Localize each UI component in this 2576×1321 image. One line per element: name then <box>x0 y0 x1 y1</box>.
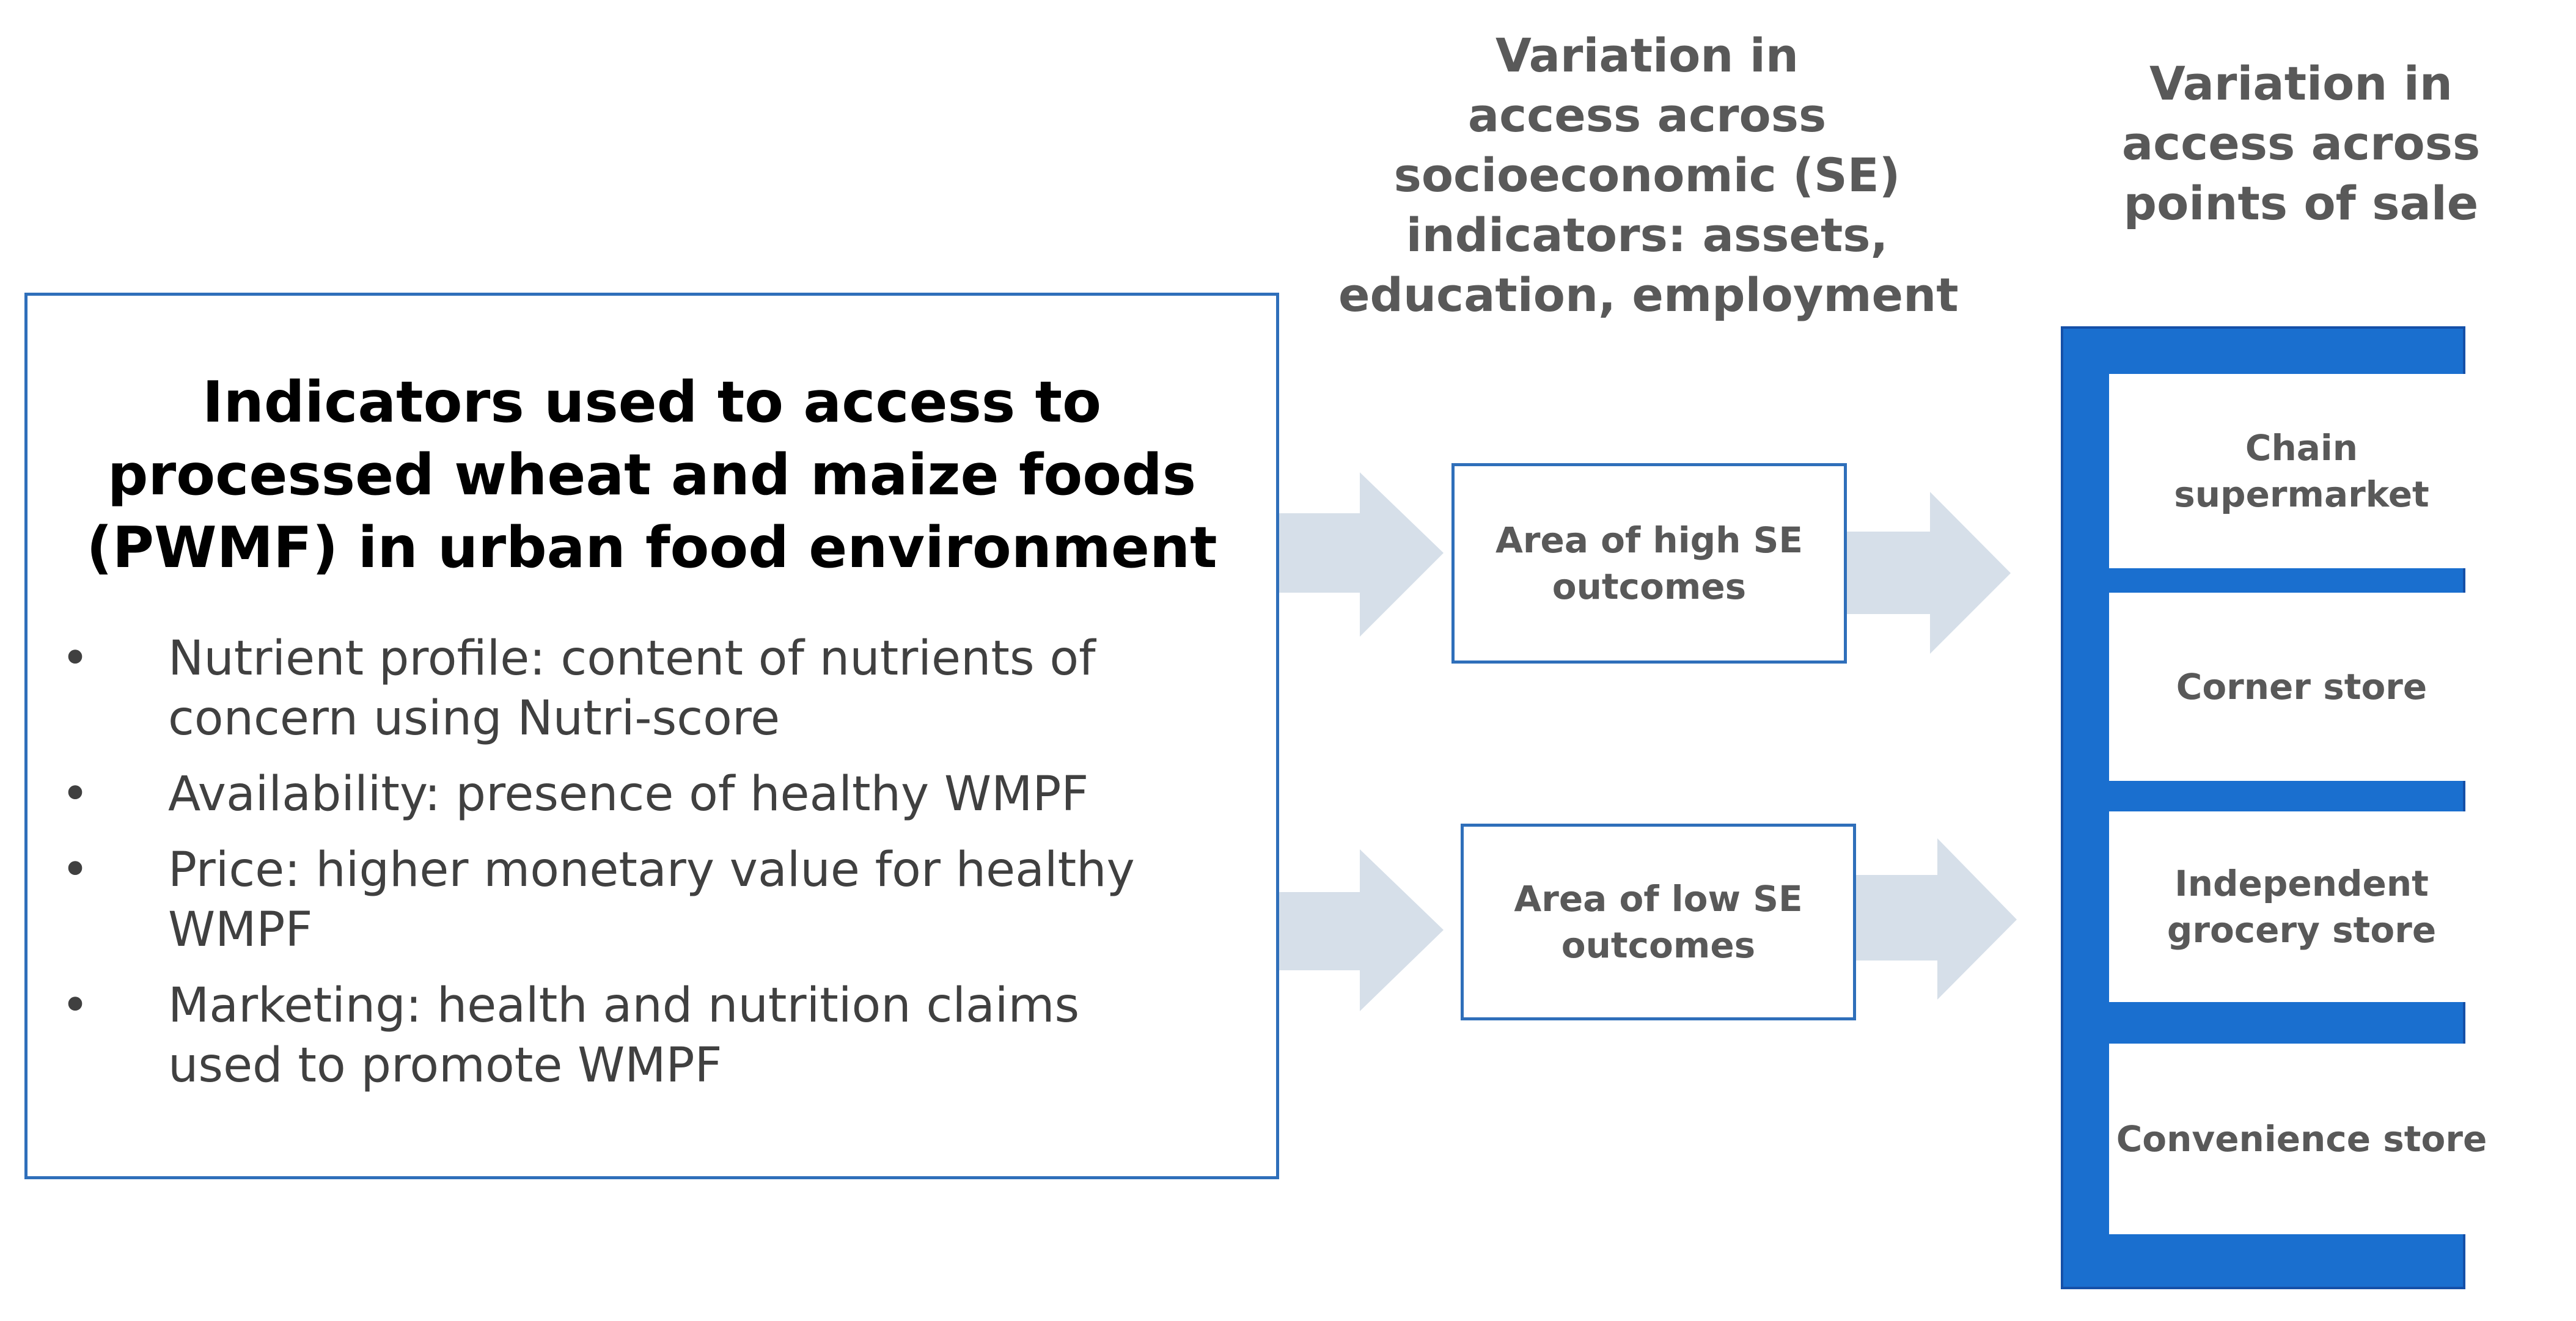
heading-line: access across <box>2121 116 2481 170</box>
bullet-line: Nutrient profile: content of nutrients o… <box>168 631 1096 686</box>
outlet-chain-supermarket: Chain supermarket <box>2109 374 2494 568</box>
bullet-line: Price: higher monetary value for healthy <box>168 843 1135 898</box>
bullet-line: used to promote WMPF <box>168 1038 722 1093</box>
indicators-title-line: processed wheat and maize foods <box>107 442 1197 508</box>
bullet-line: concern using Nutri-score <box>168 691 780 746</box>
se-box-line: outcomes <box>1552 566 1747 607</box>
arrow-high-to-outlets <box>1846 492 2011 654</box>
arrow-low-to-outlets <box>1852 838 2017 1000</box>
indicators-title-line: (PWMF) in urban food environment <box>86 514 1217 580</box>
bullet-item-marketing: • Marketing: health and nutrition claims… <box>61 976 1256 1096</box>
low-se-area-box: Area of low SE outcomes <box>1461 824 1856 1020</box>
heading-socioeconomic-variation: Variation in access across socioeconomic… <box>1338 26 1959 325</box>
bullet-line: WMPF <box>168 902 313 957</box>
heading-line: education, employment <box>1338 268 1959 322</box>
se-box-line: outcomes <box>1561 924 1756 966</box>
arrow-to-high-se <box>1277 472 1444 637</box>
bullet-dot: • <box>61 767 90 822</box>
bullet-line: Availability: presence of healthy WMPF <box>168 767 1089 822</box>
heading-line: indicators: assets, <box>1406 208 1888 262</box>
arrow-to-low-se <box>1277 849 1444 1011</box>
outlet-independent-grocery-store: Independent grocery store <box>2109 811 2494 1002</box>
indicators-box: Indicators used to access to processed w… <box>24 293 1279 1179</box>
bullet-item-price: • Price: higher monetary value for healt… <box>61 840 1256 960</box>
heading-line: Variation in <box>2149 56 2453 111</box>
outlet-label-line: Corner store <box>2176 666 2427 708</box>
points-of-sale-panel: Chain supermarket Corner store Independe… <box>2061 326 2494 1289</box>
heading-line: access across <box>1467 88 1827 142</box>
se-box-line: Area of high SE <box>1495 519 1803 561</box>
outlet-corner-store: Corner store <box>2109 593 2494 781</box>
bullet-item-nutrient-profile: • Nutrient profile: content of nutrients… <box>61 629 1256 748</box>
heading-line: points of sale <box>2123 176 2479 230</box>
outlet-label-line: supermarket <box>2174 474 2429 515</box>
heading-line: socioeconomic (SE) <box>1393 148 1901 202</box>
se-box-line: Area of low SE <box>1514 878 1803 920</box>
outlet-label-line: Independent <box>2174 863 2429 904</box>
indicators-title-line: Indicators used to access to <box>202 369 1101 435</box>
bullet-dot: • <box>61 843 90 898</box>
high-se-area-box: Area of high SE outcomes <box>1451 463 1847 664</box>
bullet-dot: • <box>61 631 90 686</box>
bullet-item-availability: • Availability: presence of healthy WMPF <box>61 764 1256 824</box>
outlet-convenience-store: Convenience store <box>2109 1044 2494 1234</box>
bullet-line: Marketing: health and nutrition claims <box>168 978 1080 1033</box>
indicators-title: Indicators used to access to processed w… <box>28 366 1276 584</box>
bullet-dot: • <box>61 978 90 1033</box>
indicators-bullet-list: • Nutrient profile: content of nutrients… <box>61 629 1256 1111</box>
heading-points-of-sale-variation: Variation in access across points of sal… <box>2047 54 2555 233</box>
outlet-label-line: Convenience store <box>2116 1118 2487 1160</box>
outlet-label-line: Chain <box>2245 427 2358 469</box>
heading-line: Variation in <box>1495 28 1799 82</box>
outlet-label-line: grocery store <box>2167 909 2437 951</box>
